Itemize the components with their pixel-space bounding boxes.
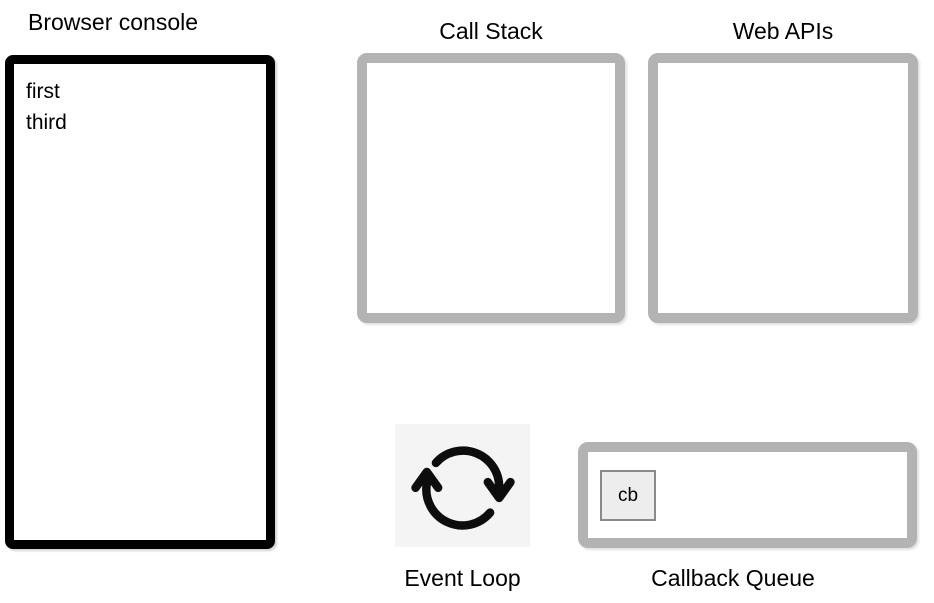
event-loop-icon xyxy=(395,424,530,547)
browser-console-label: Browser console xyxy=(28,9,199,35)
call-stack-panel xyxy=(357,53,625,323)
console-log-line: third xyxy=(26,111,67,134)
call-stack-label: Call Stack xyxy=(439,18,543,44)
web-apis-panel xyxy=(648,53,918,323)
browser-console-panel: first third xyxy=(5,55,275,549)
callback-queue-item-label: cb xyxy=(617,484,639,506)
event-loop-label: Event Loop xyxy=(404,565,521,591)
console-log-line: first xyxy=(26,80,60,103)
cycle-arrows-icon xyxy=(410,446,515,530)
callback-queue-label: Callback Queue xyxy=(651,565,815,591)
web-apis-label: Web APIs xyxy=(732,18,834,44)
callback-queue-item: cb xyxy=(600,470,656,521)
